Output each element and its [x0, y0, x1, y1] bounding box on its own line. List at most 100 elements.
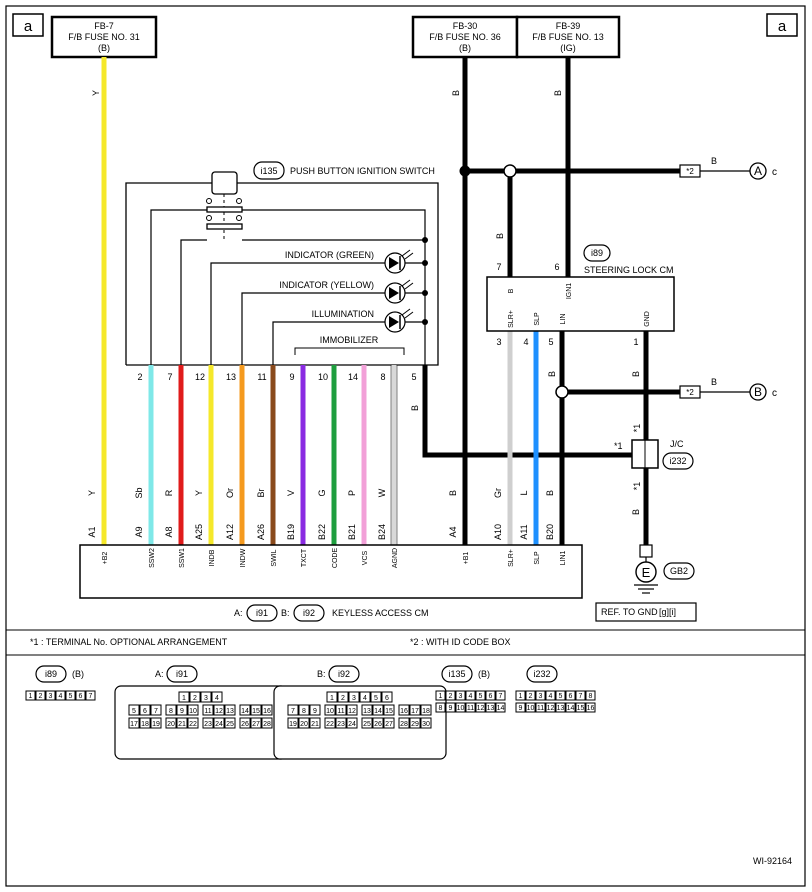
connector-cell-number: 6: [569, 693, 573, 700]
terminal-name: CODE: [332, 548, 339, 569]
connector-cell-number: 15: [252, 708, 260, 715]
wire-label-pin5: B: [410, 405, 420, 411]
label-indicator-green: INDICATOR (GREEN): [285, 250, 374, 260]
connector-cell-number: 19: [152, 721, 160, 728]
connector-cell: [213, 717, 225, 729]
svg-text:SLP: SLP: [534, 312, 541, 326]
connector-cell: [128, 717, 140, 729]
svg-text:B:: B:: [281, 608, 290, 618]
terminal-wire-color: P: [347, 490, 357, 496]
terminal-name: SWIL: [271, 549, 278, 566]
wire-label-lin: B: [547, 371, 557, 377]
junction-dot: [459, 165, 471, 177]
connector-cell: [202, 704, 214, 716]
svg-text:GND: GND: [644, 311, 651, 327]
svg-text:F/B FUSE NO. 31: F/B FUSE NO. 31: [68, 32, 140, 42]
connector-cell: [250, 717, 262, 729]
connector-cell: [545, 690, 556, 701]
connector-cell: [224, 717, 236, 729]
terminal-name: SSW1: [179, 548, 186, 568]
connector-cell: [398, 717, 410, 729]
svg-text:(B): (B): [478, 669, 490, 679]
connector-cell: [200, 691, 212, 703]
connector-cell: [465, 702, 476, 713]
connector-cell: [585, 702, 596, 713]
connector-cell: [515, 690, 526, 701]
connector-cell: [139, 717, 151, 729]
pin-steering-5: 5: [548, 337, 553, 347]
connector-cell-number: 1: [330, 695, 334, 702]
terminal-wire-color: Y: [87, 490, 97, 496]
connector-cell-number: 22: [189, 721, 197, 728]
svg-text:B:: B:: [317, 669, 326, 679]
note-2: *2 : WITH ID CODE BOX: [410, 637, 511, 647]
label-indicator-yellow: INDICATOR (YELLOW): [279, 280, 374, 290]
svg-text:i92: i92: [338, 669, 350, 679]
connector-cell: [165, 704, 177, 716]
connector-cell-number: 13: [226, 708, 234, 715]
terminal-wire-color: V: [286, 490, 296, 496]
connector-cell-number: 18: [141, 721, 149, 728]
label-illumination: ILLUMINATION: [312, 309, 374, 319]
switch-pin-number: 10: [318, 372, 328, 382]
svg-text:FB-30: FB-30: [453, 21, 478, 31]
connector-cell-number: 26: [241, 721, 249, 728]
connector-cell-number: 10: [527, 705, 535, 712]
svg-text:FB-7: FB-7: [94, 21, 114, 31]
drawing-number: WI-92164: [753, 856, 792, 866]
connector-cell: [326, 691, 338, 703]
connector-cell-number: 12: [477, 705, 485, 712]
terminal-wire-color: Br: [256, 488, 266, 497]
connector-cell: [465, 690, 476, 701]
pin-steering-3: 3: [496, 337, 501, 347]
connector-cell-number: 25: [363, 721, 371, 728]
connector-cell-number: 12: [348, 708, 356, 715]
connector-cell-number: 10: [189, 708, 197, 715]
connector-cell: [555, 690, 566, 701]
connector-cell: [75, 690, 86, 701]
connector-cell-number: 21: [178, 721, 186, 728]
connector-cell: [176, 717, 188, 729]
svg-text:SLR+: SLR+: [508, 310, 515, 328]
terminal-pin: B21: [347, 524, 357, 540]
connector-cell-number: 19: [289, 721, 297, 728]
connector-cell-number: 1: [182, 695, 186, 702]
connector-cell: [495, 702, 506, 713]
connector-cell: [287, 704, 299, 716]
connector-cell-number: 6: [79, 693, 83, 700]
connector-cell-number: 15: [577, 705, 585, 712]
connector-cell-number: 8: [439, 705, 443, 712]
terminal-pin: A8: [164, 526, 174, 537]
connector-cell: [65, 690, 76, 701]
switch-pin-number: 13: [226, 372, 236, 382]
connector-cell: [346, 704, 358, 716]
svg-text:B: B: [754, 385, 762, 399]
connector-cell-number: 11: [337, 708, 344, 715]
connector-cell: [224, 704, 236, 716]
connector-cell-number: 1: [439, 693, 443, 700]
connector-cell: [585, 690, 596, 701]
terminal-name: LIN1: [560, 551, 567, 566]
connector-cell: [555, 702, 566, 713]
connector-cell-number: 13: [363, 708, 371, 715]
connector-cell: [298, 704, 310, 716]
page-frame: [5, 5, 806, 887]
note-1: *1 : TERMINAL No. OPTIONAL ARRANGEMENT: [30, 637, 228, 647]
pin-steering-1: 1: [633, 337, 638, 347]
connector-cell-number: 2: [193, 695, 197, 702]
connector-cell: [372, 717, 384, 729]
connector-cell: [485, 690, 496, 701]
svg-text:i91: i91: [176, 669, 188, 679]
fuse-fb30: FB-30 F/B FUSE NO. 36 (B): [411, 15, 519, 59]
terminal-pin: A25: [194, 524, 204, 540]
connector-cell: [535, 702, 546, 713]
terminal-pin: B24: [377, 524, 387, 540]
connector-cell: [55, 690, 66, 701]
terminal-pin: A26: [256, 524, 266, 540]
switch-connector-badge: [253, 161, 285, 180]
pin-steering-6: 6: [554, 262, 559, 272]
terminal-wire-color: Gr: [493, 488, 503, 498]
